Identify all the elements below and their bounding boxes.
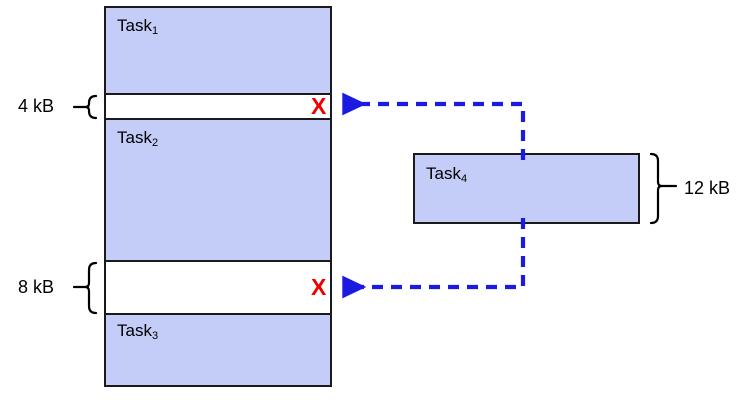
task2-name: Task <box>117 128 152 147</box>
memory-gap-8kb <box>104 262 332 313</box>
size-label-4kb: 4 kB <box>18 96 55 116</box>
reject-mark-gap2-icon: X <box>311 274 327 300</box>
memory-block-task2-label: Task2 <box>117 128 159 149</box>
incoming-task-label: Task4 <box>426 164 468 185</box>
task3-subscript: 3 <box>151 330 159 342</box>
memory-block-task3 <box>104 313 332 387</box>
memory-block-task3-label: Task3 <box>117 321 159 342</box>
task3-name: Task <box>117 321 152 340</box>
reject-mark-gap1-icon: X <box>311 93 327 119</box>
arrow-to-gap1 <box>342 92 526 160</box>
task2-subscript: 2 <box>151 137 159 149</box>
task1-subscript: 1 <box>151 25 159 37</box>
brace-12kb <box>649 152 678 225</box>
size-label-12kb: 12 kB <box>684 178 731 198</box>
brace-8kb <box>72 261 98 315</box>
task4-name: Task <box>426 164 461 183</box>
task1-name: Task <box>117 16 152 35</box>
arrow-to-gap2 <box>342 218 526 299</box>
memory-block-task1-label: Task1 <box>117 16 159 37</box>
memory-block-task1 <box>104 6 332 95</box>
brace-4kb <box>72 94 98 120</box>
memory-gap-4kb <box>104 95 332 118</box>
task4-subscript: 4 <box>460 173 468 185</box>
size-label-8kb: 8 kB <box>18 277 55 297</box>
memory-block-task2 <box>104 118 332 262</box>
incoming-task-box <box>413 153 640 224</box>
